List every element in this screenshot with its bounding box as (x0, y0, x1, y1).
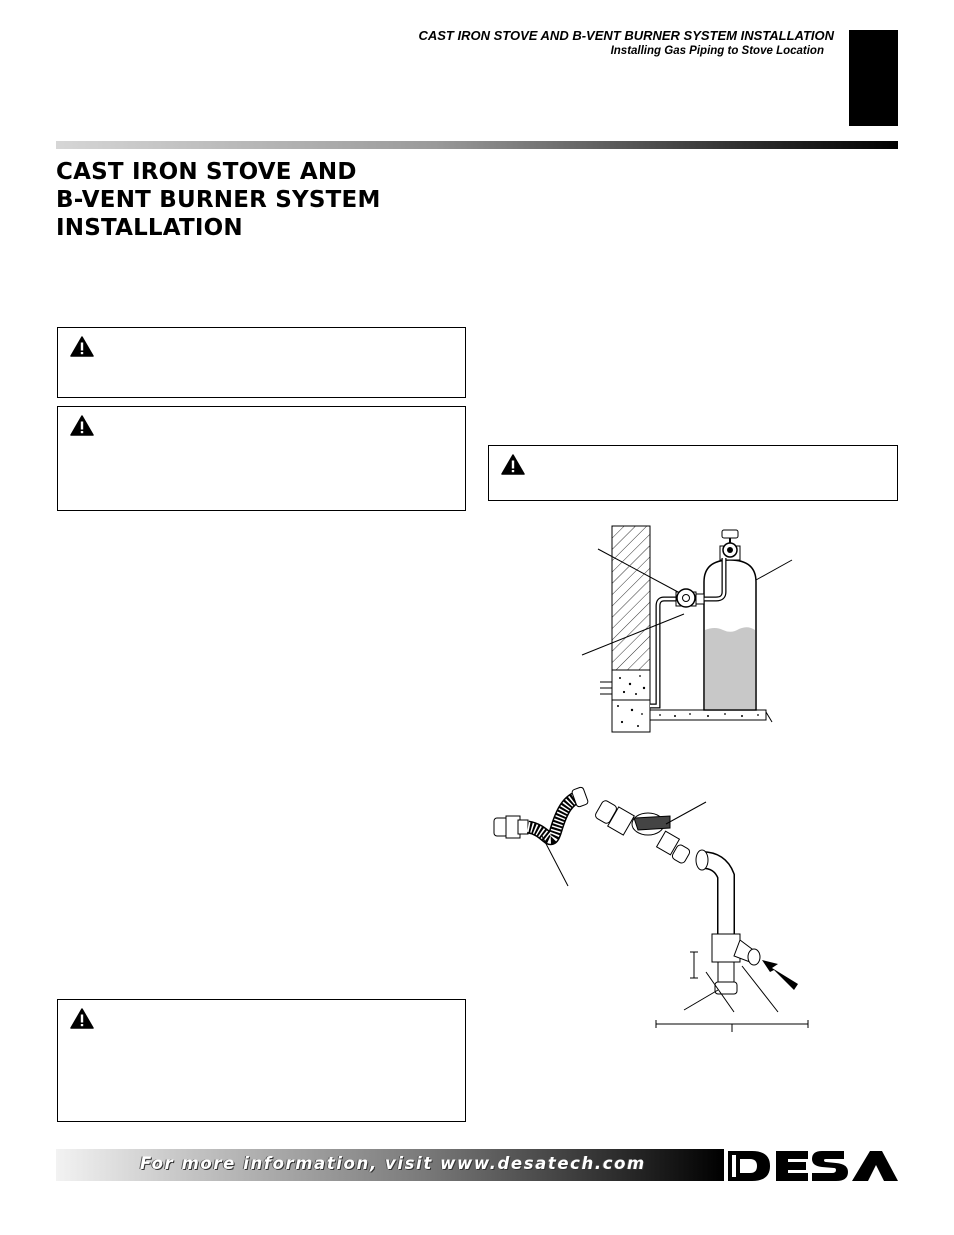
page-title-line-1: CAST IRON STOVE AND (56, 159, 357, 185)
warning-box-2 (57, 406, 466, 511)
wall-section (600, 525, 651, 733)
footer-info-text: For more information, visit www.desatech… (140, 1154, 646, 1173)
ground-slab (649, 709, 773, 723)
page-title-line-3: INSTALLATION (56, 215, 243, 241)
warning-box-1 (57, 327, 466, 398)
regulator (675, 588, 705, 608)
sediment-trap (695, 849, 761, 995)
warning-box-3 (57, 999, 466, 1122)
warning-triangle-icon (70, 415, 94, 436)
warning-triangle-icon (501, 454, 525, 475)
footer-info-bar: For more information, visit www.desatech… (56, 1149, 724, 1181)
page-title: CAST IRON STOVE AND B-VENT BURNER SYSTEM… (56, 158, 381, 242)
section-tab (849, 30, 898, 126)
header-section-title: CAST IRON STOVE AND B-VENT BURNER SYSTEM… (418, 28, 834, 43)
header-rule (56, 141, 898, 149)
header-subsection: Installing Gas Piping to Stove Location (610, 45, 824, 57)
lp-tank-regulator-figure (581, 525, 793, 733)
shutoff-valve (595, 800, 691, 864)
flexible-gas-connector (493, 786, 589, 846)
warning-box-4 (488, 445, 898, 501)
warning-triangle-icon (70, 336, 94, 357)
desa-logo (728, 1151, 898, 1181)
inlet-arrow-icon (762, 960, 798, 990)
page-title-line-2: B-VENT BURNER SYSTEM (56, 187, 381, 213)
gas-connector-figure (493, 786, 809, 1032)
warning-triangle-icon (70, 1008, 94, 1029)
lp-tank (703, 529, 757, 711)
